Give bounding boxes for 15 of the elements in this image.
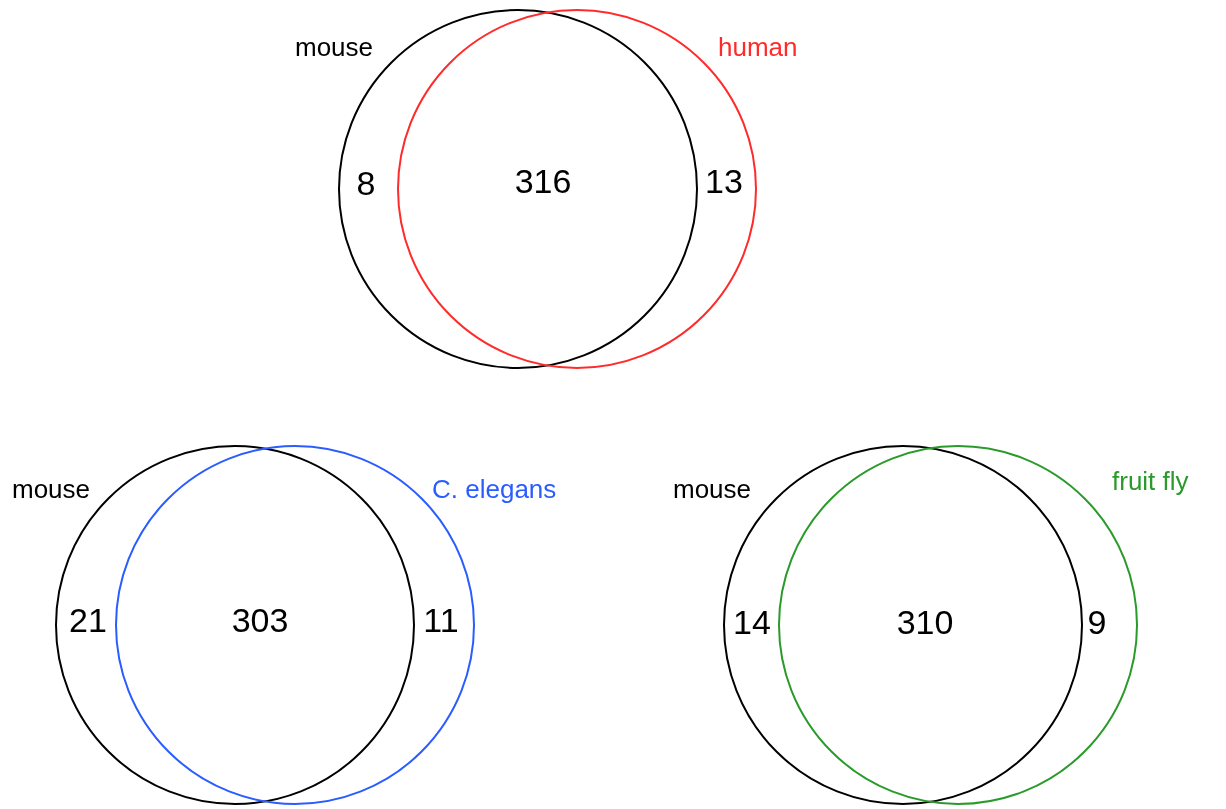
count-label: 310 xyxy=(896,602,954,642)
count-label: 11 xyxy=(423,600,459,640)
set-label: mouse xyxy=(673,473,752,506)
set-label: mouse xyxy=(295,31,374,64)
count-label: 9 xyxy=(1087,602,1107,642)
count-label: 14 xyxy=(733,602,771,642)
set-label: human xyxy=(718,31,798,64)
count-label: 303 xyxy=(231,600,289,640)
set-label: C. elegans xyxy=(432,473,557,506)
set-label: mouse xyxy=(12,473,91,506)
count-label: 8 xyxy=(356,163,376,203)
count-label: 21 xyxy=(69,600,107,640)
set-label: fruit fly xyxy=(1112,465,1189,498)
count-label: 13 xyxy=(705,161,743,201)
count-label: 316 xyxy=(514,161,572,201)
